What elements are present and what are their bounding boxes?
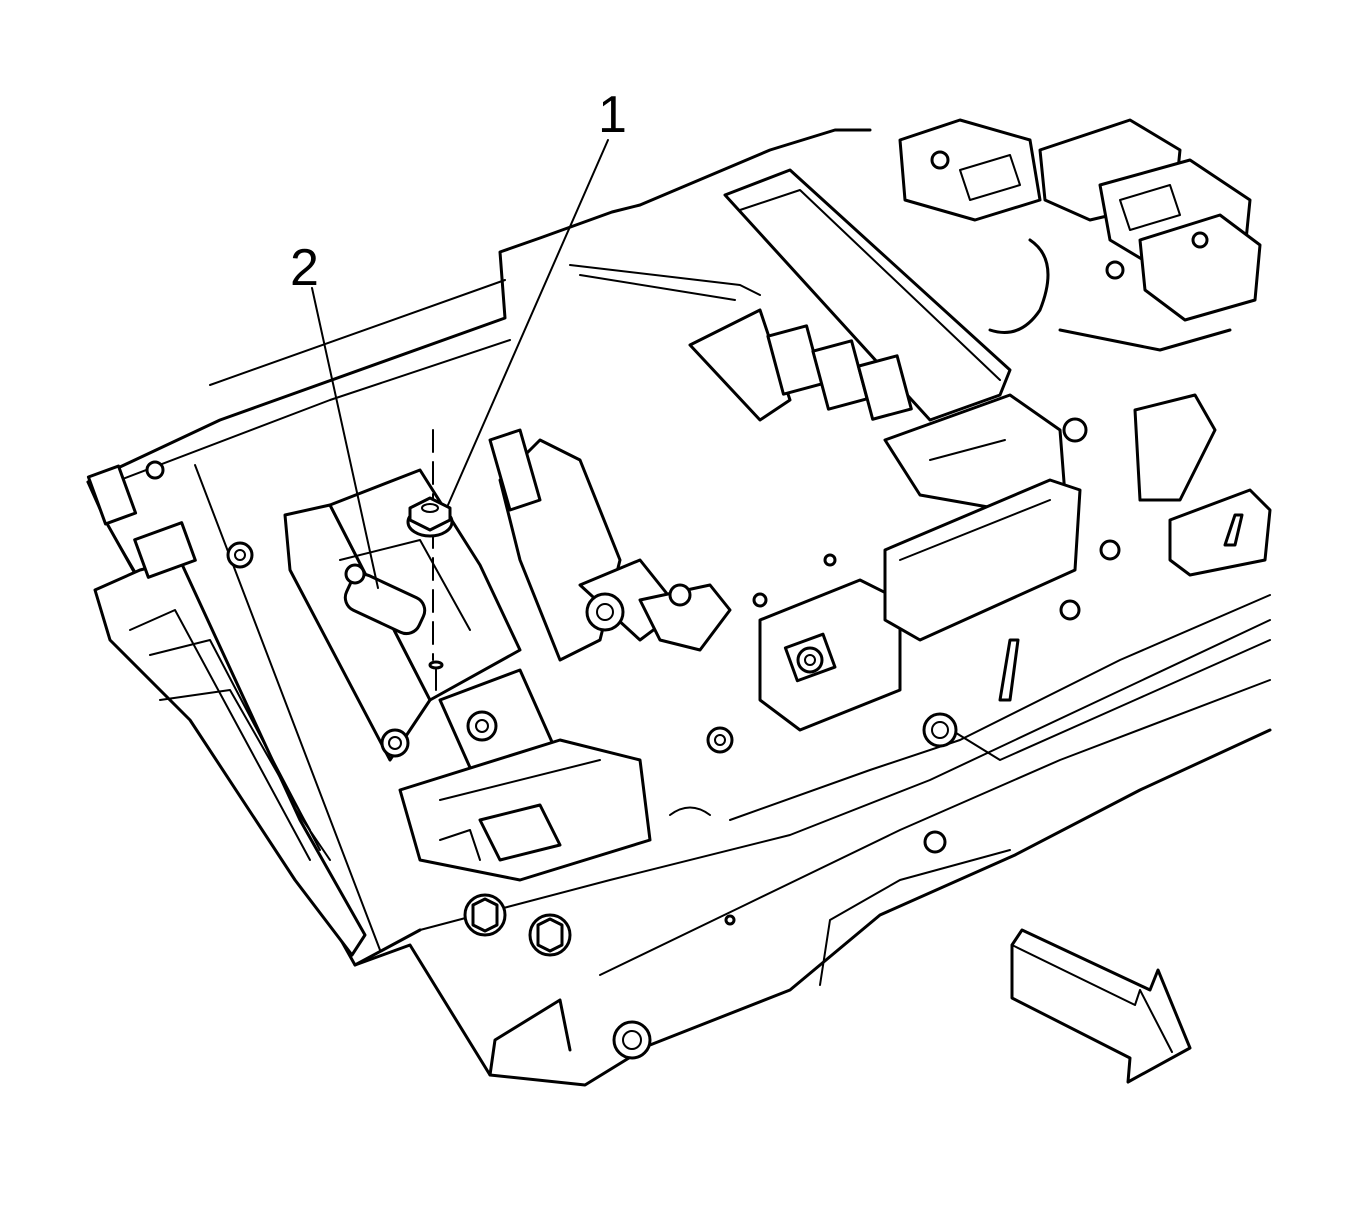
sensor-body [343,572,427,636]
mounting-nut-left [380,728,410,758]
callout-1: 1 [447,86,627,506]
callout-2-leader [311,287,379,589]
lower-front-components [398,712,958,1060]
middle-components [488,393,1272,732]
callout-2-number: 2 [290,239,319,297]
callout-2: 2 [290,239,379,589]
left-housing [86,460,367,957]
callout-1-leader [447,139,609,506]
upper-right-components [569,118,1262,512]
callout-1-number: 1 [598,86,627,144]
mounting-bolt-right [922,712,958,748]
direction-arrow-icon [1010,928,1192,1084]
exploded-fastener [406,429,454,691]
